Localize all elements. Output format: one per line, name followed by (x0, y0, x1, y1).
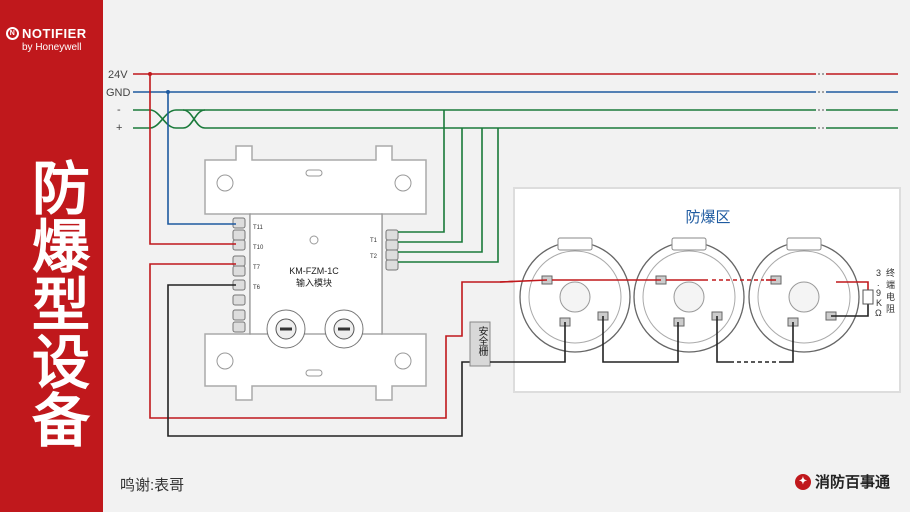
terminal-t2: T2 (370, 254, 378, 260)
notifier-n-icon: N (6, 27, 19, 40)
corner-brand-text: 消防百事通 (814, 474, 890, 491)
module-desc: 输入模块 (296, 277, 332, 288)
rail-minus (133, 109, 898, 129)
fire-logo-icon: ✦ (794, 473, 811, 490)
eol-resistor (862, 289, 874, 305)
terminal-t7: T7 (253, 265, 261, 271)
svg-text:终: 终 (886, 267, 895, 278)
module-wiring (148, 72, 561, 437)
terminal-t6: T6 (253, 285, 261, 291)
terminal-t1: T1 (370, 238, 378, 244)
module-left-terminals (232, 217, 246, 333)
rail-label-gnd: GND (106, 87, 131, 99)
rail-label-minus: - (117, 104, 121, 116)
corner-brand: ✦ 消防百事通 (794, 471, 890, 492)
rail-label-24v: 24V (108, 69, 128, 81)
credit-text: 鸣谢:表哥 (120, 477, 185, 494)
zone-wiring (490, 279, 869, 363)
module-plate (204, 145, 427, 401)
safety-barrier-text: 安全栅 (473, 326, 487, 356)
module-name: KM-FZM-1C (289, 266, 339, 276)
svg-text:Ω: Ω (875, 308, 882, 318)
module-right-terminals (385, 229, 399, 271)
rail-break (818, 73, 824, 129)
eol-label: 3 . 9 K Ω 终 端 电 阻 (875, 267, 895, 318)
svg-text:.: . (877, 278, 880, 288)
terminal-t11: T11 (253, 225, 264, 231)
rail-plus (133, 109, 898, 129)
svg-text:3: 3 (876, 268, 881, 278)
page-title: 防爆型设备 (22, 158, 90, 448)
logo-sub: by Honeywell (22, 42, 82, 53)
hazard-zone-title: 防爆区 (685, 209, 730, 226)
logo-brand: NOTIFIER (22, 26, 87, 41)
svg-text:9: 9 (876, 288, 881, 298)
detector-base-3 (748, 237, 860, 353)
svg-text:K: K (876, 298, 882, 308)
svg-text:电: 电 (886, 291, 895, 302)
svg-text:阻: 阻 (886, 304, 895, 314)
terminal-t10: T10 (253, 245, 264, 251)
rail-label-plus: + (116, 122, 122, 134)
svg-text:端: 端 (886, 279, 895, 290)
